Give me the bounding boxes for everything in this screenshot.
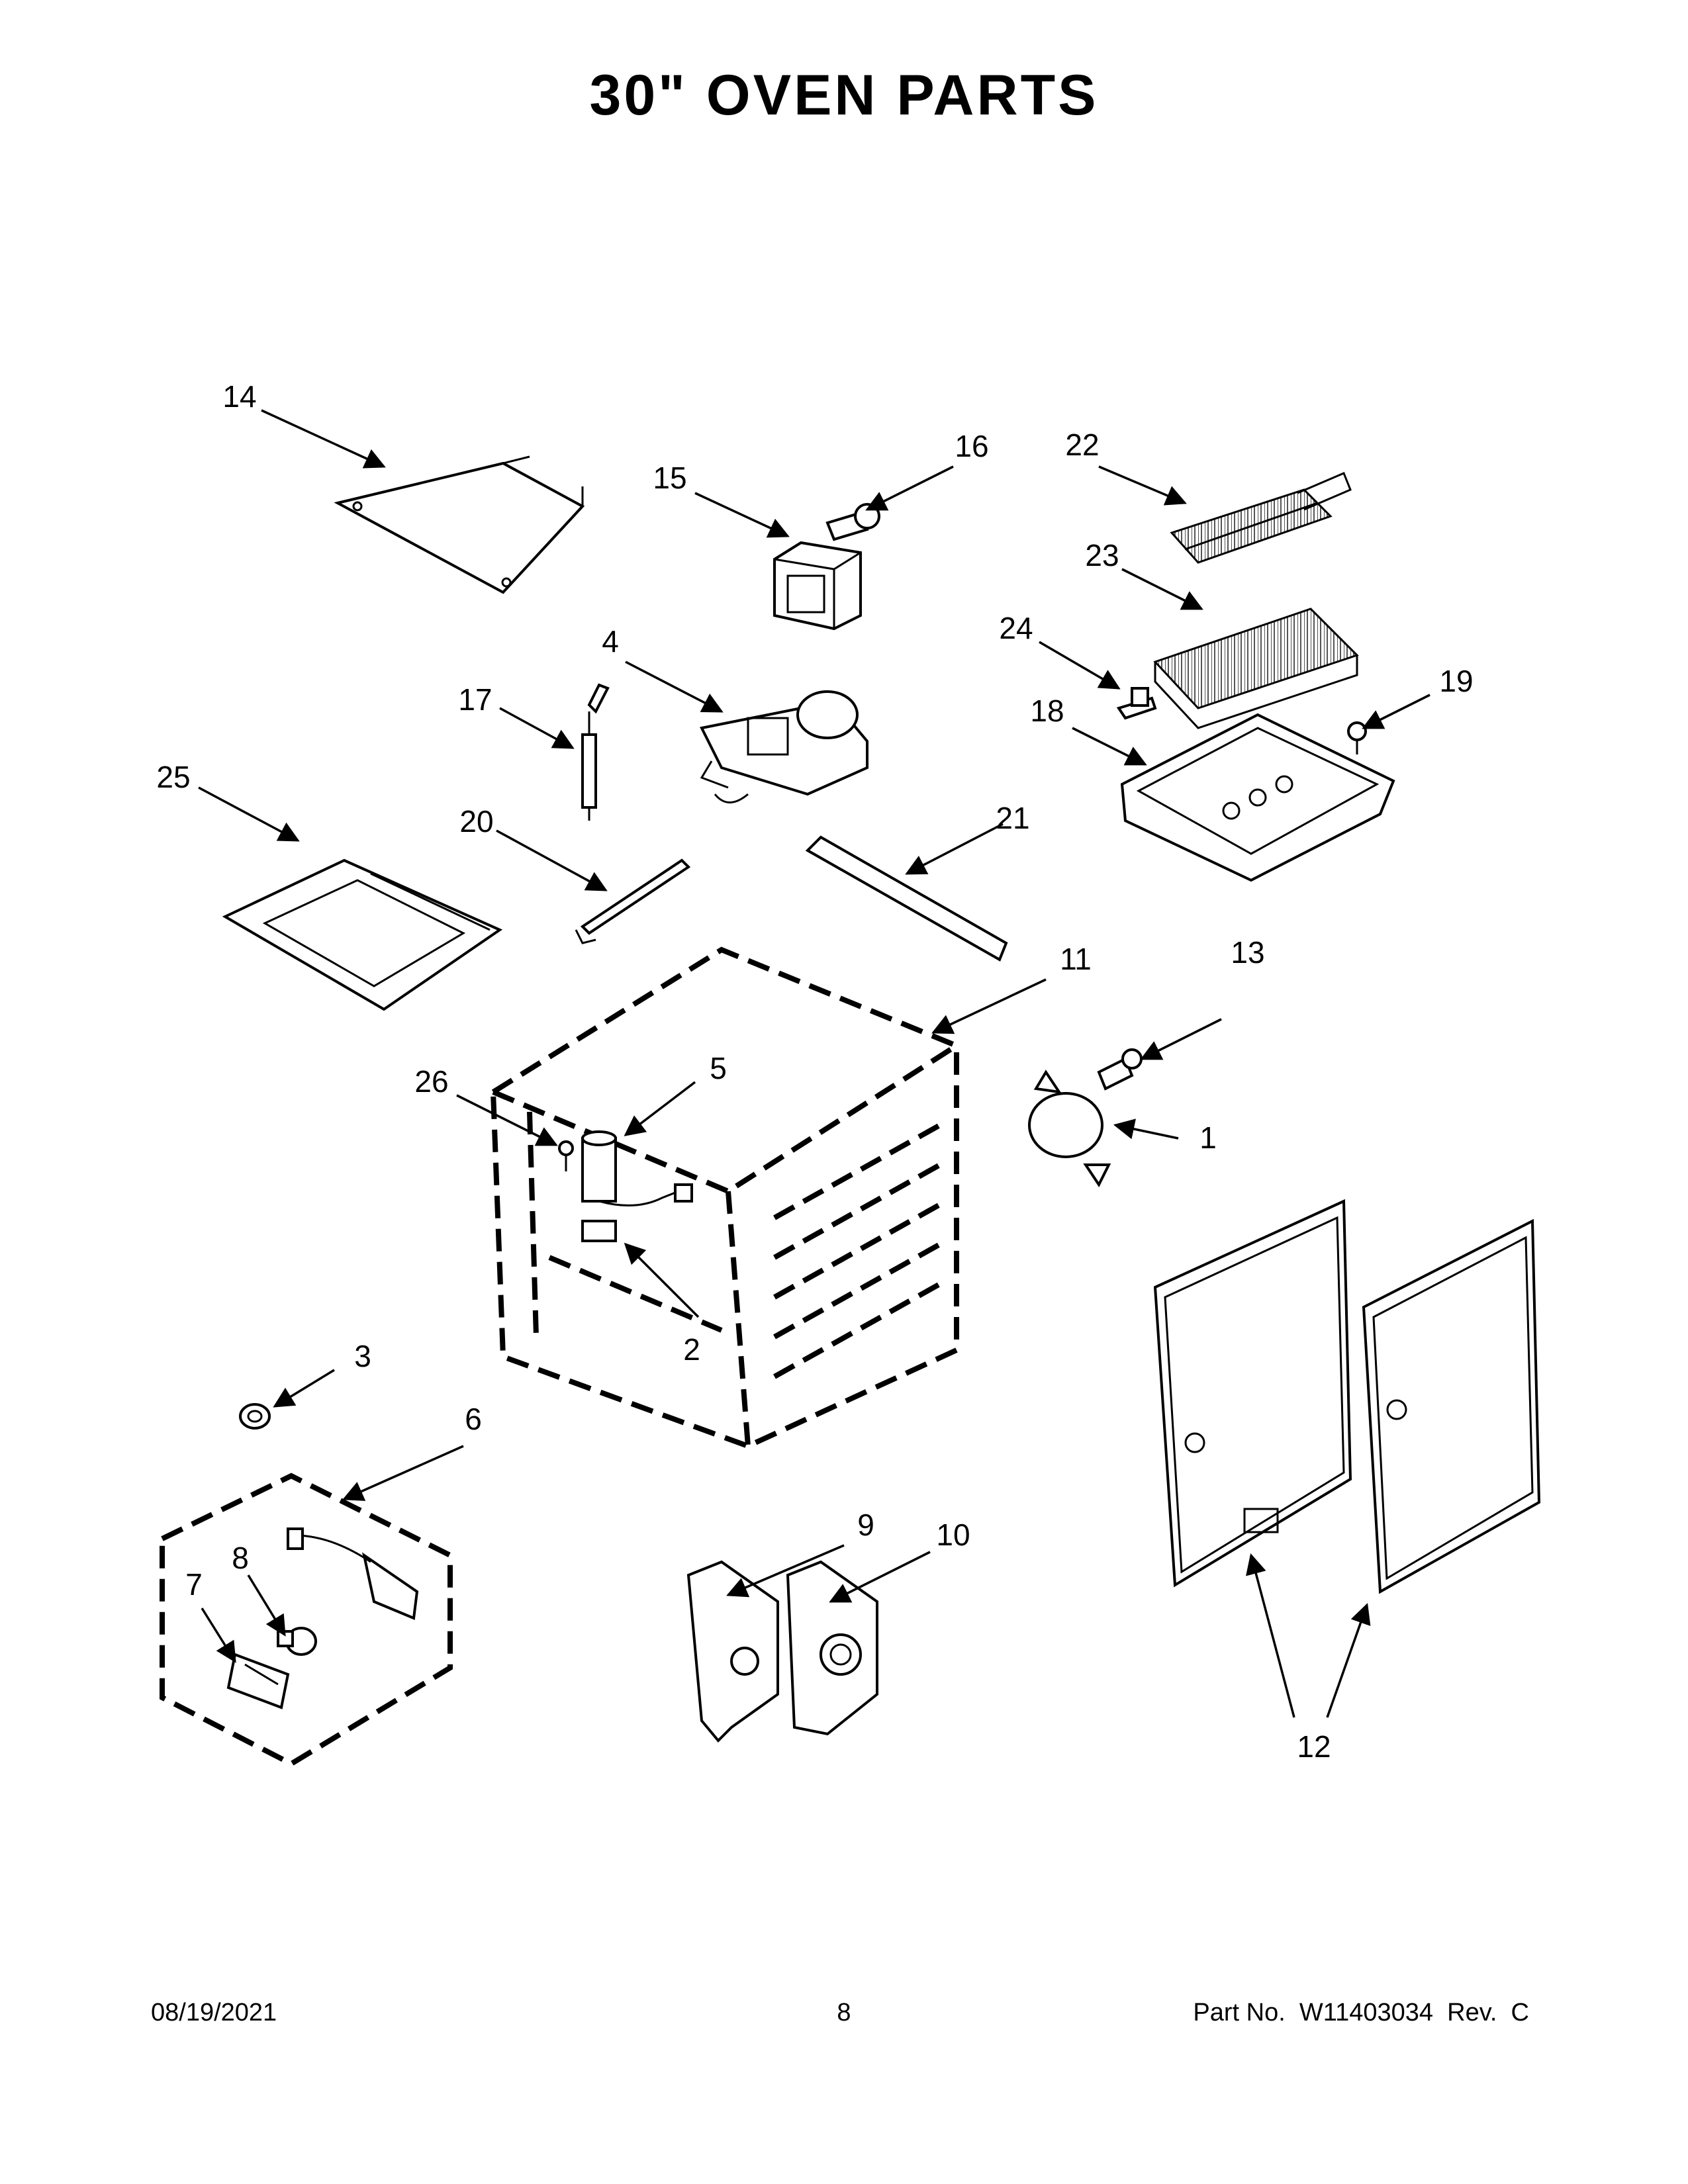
callout-8: 8	[232, 1541, 249, 1575]
callout-6: 6	[465, 1402, 482, 1436]
footer-part-number: Part No. W11403034 Rev. C	[1193, 1999, 1529, 2026]
part-25-shield	[222, 858, 503, 1011]
callout-16: 16	[955, 429, 988, 463]
callout-4: 4	[602, 624, 619, 659]
callout-15: 15	[653, 461, 686, 495]
part-21-rail	[805, 835, 1008, 962]
callout-23: 23	[1085, 538, 1119, 572]
callout-18: 18	[1030, 694, 1064, 728]
callout-17: 17	[458, 682, 492, 717]
part-18-pan	[1120, 713, 1395, 882]
page-title: 30" OVEN PARTS	[589, 64, 1099, 127]
part-13-screw	[1097, 1048, 1143, 1091]
footer-page-number: 8	[837, 1999, 851, 2026]
part-2-clip	[581, 1220, 617, 1242]
part-16-screw	[825, 503, 880, 541]
part-14-top-panel	[334, 455, 585, 594]
part-9-hinge	[686, 1560, 779, 1743]
callout-10: 10	[936, 1518, 970, 1552]
callout-13: 13	[1231, 935, 1264, 970]
part-24-clip	[1116, 687, 1157, 720]
callout-2: 2	[683, 1332, 700, 1367]
part-5-sensor	[581, 1130, 693, 1206]
callout-11: 11	[1060, 942, 1092, 976]
part-7-lens	[226, 1653, 290, 1709]
callout-19: 19	[1439, 664, 1473, 698]
leader-lines	[198, 409, 1430, 1718]
part-8-bulb	[277, 1627, 317, 1656]
part-20-rod	[575, 858, 691, 944]
callout-1: 1	[1199, 1120, 1217, 1155]
callout-7: 7	[185, 1567, 203, 1602]
callout-21: 21	[996, 801, 1029, 835]
callout-5: 5	[710, 1051, 727, 1085]
callout-20: 20	[459, 804, 493, 839]
callout-9: 9	[857, 1508, 874, 1542]
callout-26: 26	[414, 1064, 448, 1099]
part-11-oven-cavity	[490, 946, 959, 1449]
part-15-bracket-box	[773, 541, 862, 631]
part-10-hinge	[786, 1560, 878, 1736]
part-19-screw	[1347, 721, 1367, 754]
callout-14: 14	[222, 379, 256, 414]
part-6-light-assembly	[160, 1473, 453, 1767]
part-17-probe	[581, 683, 610, 821]
part-3-plug	[239, 1403, 271, 1430]
callout-12: 12	[1297, 1729, 1331, 1764]
part-23-element	[1153, 608, 1359, 729]
part-26-screw	[558, 1140, 574, 1171]
callout-22: 22	[1065, 428, 1099, 462]
footer-date: 08/19/2021	[151, 1999, 277, 2026]
part-22-element	[1170, 472, 1352, 564]
callout-25: 25	[156, 760, 190, 794]
callout-24: 24	[999, 611, 1033, 645]
callout-labels: 1 2 3 4 5 6 7 8 9 10 11 12 13 14 15 16 1…	[156, 379, 1473, 1764]
part-1-thermostat	[1028, 1069, 1111, 1187]
callout-3: 3	[354, 1339, 371, 1373]
part-4-mechanism	[700, 690, 868, 803]
part-12-side-panels	[1153, 1199, 1541, 1594]
